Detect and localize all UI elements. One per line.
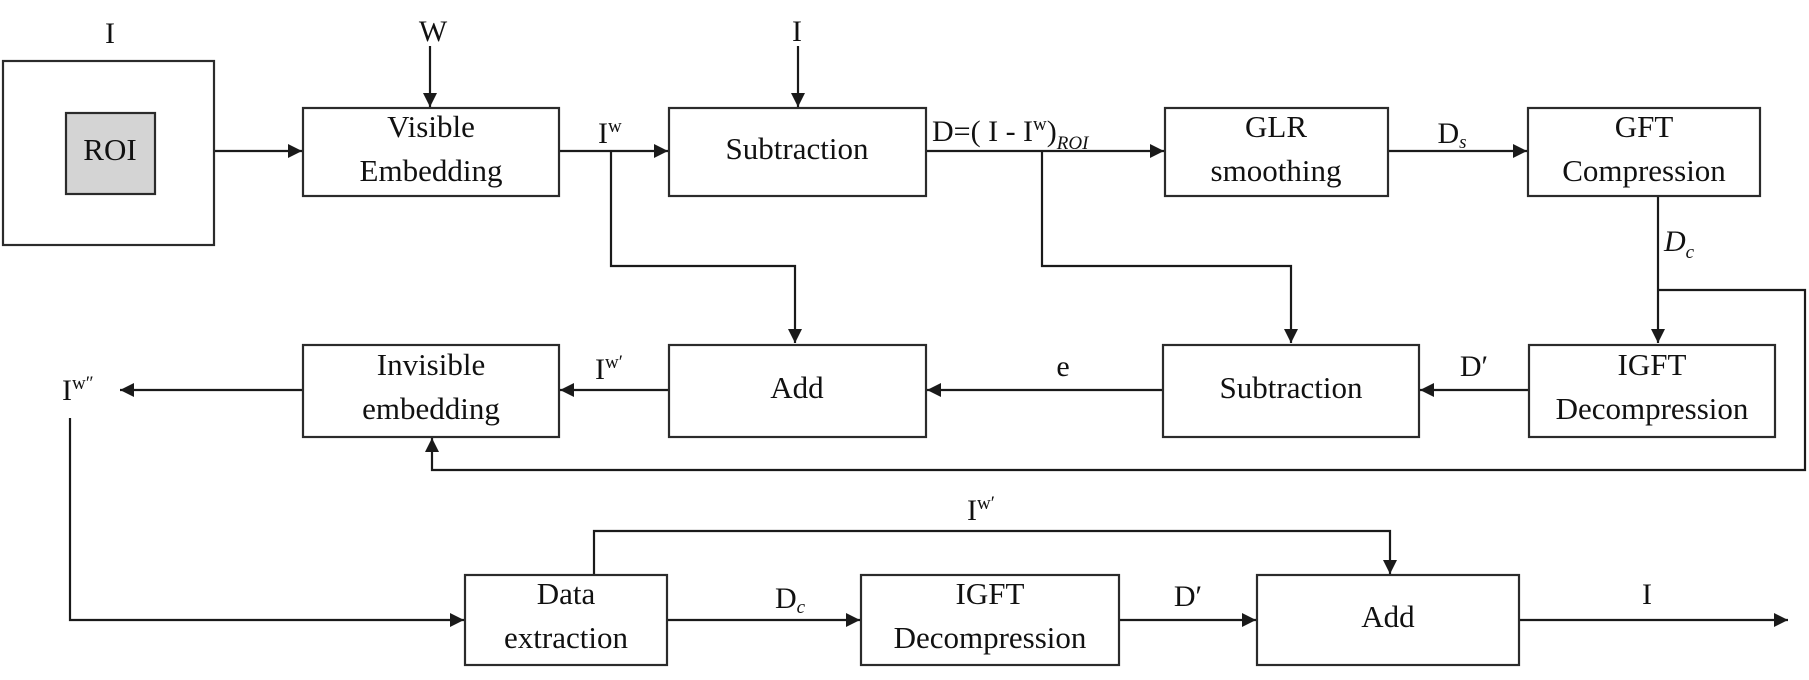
signal-dc: Dc (1663, 225, 1695, 263)
signal-e: e (1056, 350, 1069, 383)
glr-smoothing-line1: GLR (1245, 109, 1307, 144)
wire-dc-to-invisible (425, 288, 1807, 472)
signal-dc-bottom: Dc (775, 582, 806, 618)
igft-bottom-line2: Decompression (894, 620, 1087, 655)
subtraction-mid-block: Subtraction (1161, 343, 1421, 439)
input-image-block: ROI I (1, 17, 216, 247)
input-image-label: I (105, 17, 115, 50)
data-extraction-line1: Data (537, 576, 596, 611)
wire-iwdp-to-extraction (68, 418, 464, 627)
wire-iwp-bypass-to-add (592, 529, 1397, 574)
signal-iw-double-prime: Iw″ (62, 373, 94, 407)
igft-decompression-bottom-block: IGFT Decompression (859, 573, 1121, 667)
igft-mid-line2: Decompression (1556, 391, 1749, 426)
signal-d-prime-bottom: D′ (1174, 580, 1202, 613)
gft-compression-line2: Compression (1562, 153, 1726, 188)
glr-smoothing-block: GLR smoothing (1163, 106, 1390, 198)
add-bottom-label: Add (1361, 599, 1415, 634)
wire-d-to-subtraction (1040, 151, 1298, 343)
add-bottom-block: Add (1255, 573, 1521, 667)
signal-d-prime: D′ (1460, 350, 1488, 383)
signal-ds: Ds (1437, 117, 1466, 153)
signal-w: W (419, 15, 448, 48)
visible-embedding-line2: Embedding (360, 153, 503, 188)
add-mid-label: Add (770, 370, 824, 405)
invisible-embedding-line2: embedding (362, 391, 500, 426)
signal-d-equation: D=( I - Iw)ROI (932, 114, 1090, 154)
signal-iw-prime: Iw′ (595, 352, 623, 386)
signal-iw: Iw (598, 116, 622, 150)
gft-compression-line1: GFT (1615, 109, 1674, 144)
roi-label: ROI (83, 132, 136, 167)
add-mid-block: Add (667, 343, 928, 439)
subtraction-top-block: Subtraction (667, 106, 928, 198)
wires (68, 46, 1807, 627)
visible-embedding-line1: Visible (387, 109, 475, 144)
igft-decompression-mid-block: IGFT Decompression (1527, 343, 1777, 439)
signal-iw-prime-bottom: Iw′ (967, 493, 995, 527)
invisible-embedding-block: Invisible embedding (301, 343, 561, 439)
igft-mid-line1: IGFT (1618, 347, 1687, 382)
data-extraction-line2: extraction (504, 620, 628, 655)
gft-compression-block: GFT Compression (1526, 106, 1762, 198)
roi-region (64, 111, 157, 196)
wire-iw-to-add (609, 151, 802, 343)
invisible-embedding-line1: Invisible (377, 347, 486, 382)
subtraction-mid-label: Subtraction (1220, 370, 1363, 405)
subtraction-top-label: Subtraction (726, 131, 869, 166)
signal-i-output: I (1642, 578, 1652, 611)
data-extraction-block: Data extraction (463, 573, 669, 667)
igft-bottom-line1: IGFT (956, 576, 1025, 611)
signal-i-top: I (792, 15, 802, 48)
glr-smoothing-line2: smoothing (1211, 153, 1342, 188)
visible-embedding-block: Visible Embedding (301, 106, 561, 198)
